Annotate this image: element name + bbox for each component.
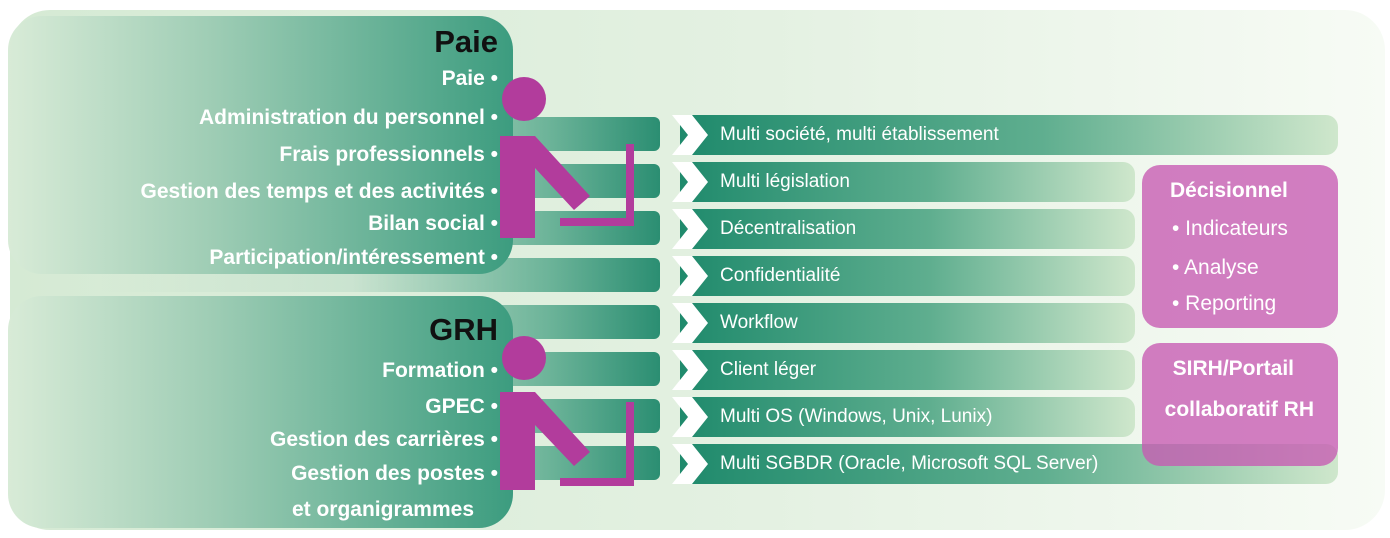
grh-item: et organigrammes bbox=[291, 498, 474, 521]
feature-label: Confidentialité bbox=[720, 265, 841, 286]
paie-item: Administration du personnel • bbox=[198, 106, 498, 129]
decisionnel-title: Décisionnel bbox=[1170, 179, 1288, 202]
feature-label: Workflow bbox=[720, 312, 798, 333]
paie-title: Paie bbox=[434, 24, 498, 59]
feature-label: Multi SGBDR (Oracle, Microsoft SQL Serve… bbox=[720, 453, 1099, 474]
feature-bar bbox=[680, 303, 1135, 343]
user-at-computer-icon bbox=[500, 77, 634, 238]
feature-label: Multi législation bbox=[720, 171, 850, 192]
paie-item: Gestion des temps et des activités • bbox=[140, 180, 498, 203]
feature-bar bbox=[680, 209, 1135, 249]
decisionnel-box: Décisionnel • Indicateurs • Analyse • Re… bbox=[1142, 165, 1338, 328]
chevron-right-icon bbox=[672, 209, 708, 249]
chevron-right-icon bbox=[672, 397, 708, 437]
grh-item: GPEC • bbox=[425, 395, 498, 418]
paie-item: Frais professionnels • bbox=[279, 143, 498, 166]
sirh-portail-box: SIRH/Portail collaboratif RH bbox=[1142, 343, 1338, 466]
decisionnel-item: • Indicateurs bbox=[1172, 217, 1288, 240]
paie-item: Paie • bbox=[441, 67, 498, 90]
chevron-right-icon bbox=[672, 256, 708, 296]
feature-bar bbox=[680, 162, 1135, 202]
user-at-computer-icon bbox=[500, 336, 634, 490]
chevron-right-icon bbox=[672, 115, 708, 155]
paie-group-box bbox=[8, 16, 513, 274]
chevron-right-icon bbox=[672, 303, 708, 343]
feature-bar bbox=[680, 350, 1135, 390]
grh-item: Gestion des postes • bbox=[291, 462, 498, 485]
chevron-right-icon bbox=[672, 444, 708, 484]
decisionnel-item: • Analyse bbox=[1172, 256, 1259, 279]
feature-label: Multi OS (Windows, Unix, Lunix) bbox=[720, 406, 993, 427]
grh-title: GRH bbox=[429, 312, 498, 347]
grh-item: Formation • bbox=[382, 359, 498, 382]
paie-item: Participation/intéressement • bbox=[209, 246, 498, 269]
sirh-line: SIRH/Portail bbox=[1172, 357, 1294, 380]
paie-item: Bilan social • bbox=[368, 212, 498, 235]
feature-label: Client léger bbox=[720, 359, 817, 380]
grh-group-box bbox=[8, 296, 513, 528]
feature-bar bbox=[680, 256, 1135, 296]
feature-label: Décentralisation bbox=[720, 218, 857, 239]
sirh-line: collaboratif RH bbox=[1164, 398, 1314, 421]
feature-bar bbox=[680, 115, 1338, 155]
decisionnel-item: • Reporting bbox=[1172, 292, 1277, 315]
feature-label: Multi société, multi établissement bbox=[720, 124, 999, 145]
chevron-right-icon bbox=[672, 162, 708, 202]
feature-bar bbox=[680, 397, 1135, 437]
grh-item: Gestion des carrières • bbox=[270, 428, 498, 451]
chevron-right-icon bbox=[672, 350, 708, 390]
